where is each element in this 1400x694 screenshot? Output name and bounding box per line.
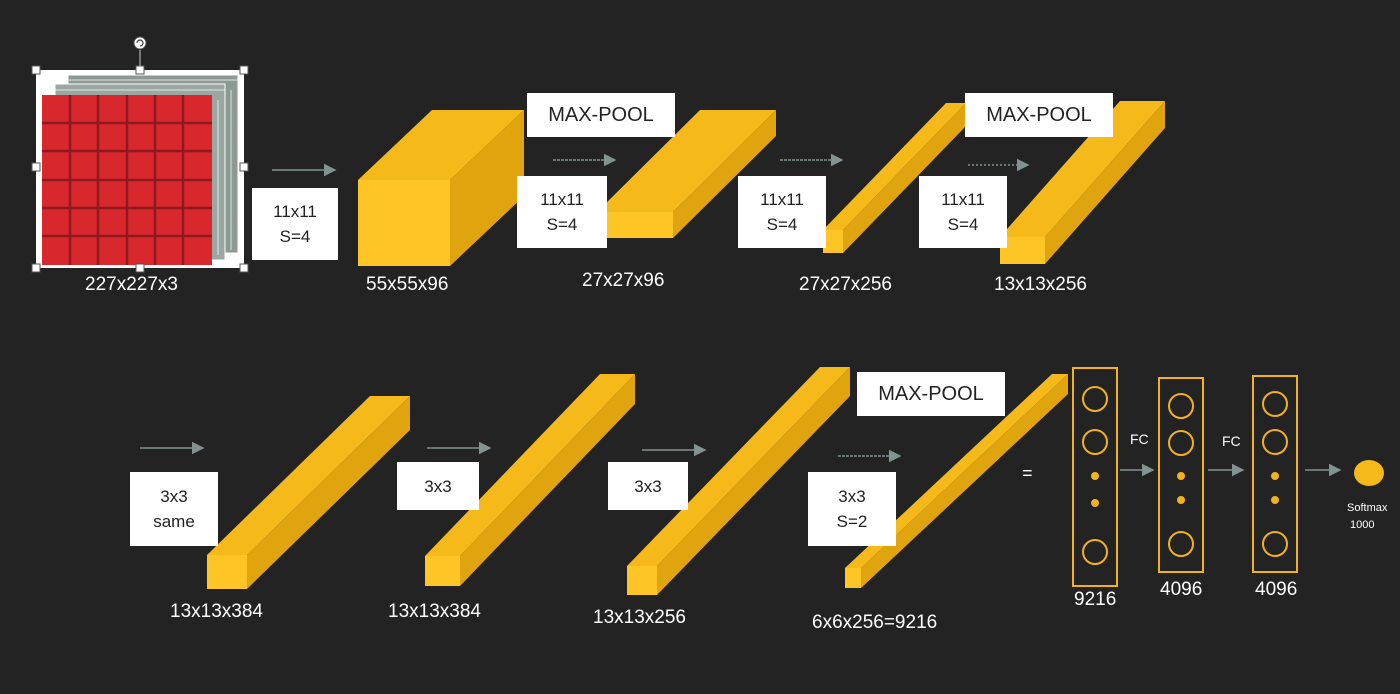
fc-layer-4096-b <box>1252 375 1298 573</box>
flatten-equals: = <box>1022 463 1033 483</box>
softmax-classes: 1000 <box>1350 519 1375 531</box>
fc3-size-label: 4096 <box>1255 579 1298 600</box>
channel-grid <box>55 79 238 255</box>
softmax-label: Softmax <box>1347 502 1388 514</box>
pool3-stride: S=2 <box>836 512 868 531</box>
conv2-kernel: 11x11 <box>760 190 804 209</box>
pool2-kernel: 11x11 <box>941 190 985 209</box>
conv2-params: 11x11 S=4 <box>738 176 826 248</box>
fc2-size-label: 4096 <box>1160 579 1203 600</box>
pool1-stride: S=4 <box>546 215 578 234</box>
conv2-out-label: 27x27x256 <box>799 274 892 295</box>
conv2-stride: S=4 <box>766 215 798 234</box>
fc-layer-4096-a <box>1158 377 1204 573</box>
pool1-block <box>597 110 776 238</box>
pool2-out-label: 13x13x256 <box>994 274 1087 295</box>
conv5-kernel: 3x3 <box>634 476 662 496</box>
input-dim-label: 227x227x3 <box>85 274 178 295</box>
selection-handles[interactable] <box>31 65 249 273</box>
pool1-params: 11x11 S=4 <box>517 176 607 248</box>
input-image <box>31 36 249 273</box>
conv3-out-label: 13x13x384 <box>170 601 263 622</box>
pool2-stride: S=4 <box>947 215 979 234</box>
pool2-title-text: MAX-POOL <box>986 103 1092 126</box>
fc-layer-9216 <box>1072 367 1118 587</box>
conv1-kernel: 11x11 <box>273 202 317 221</box>
conv3-params: 3x3 same <box>130 472 218 546</box>
rotate-handle-icon[interactable] <box>133 36 147 50</box>
conv4-block <box>425 374 635 586</box>
conv4-params: 3x3 <box>397 462 479 510</box>
conv1-block <box>358 110 524 266</box>
pool3-kernel: 3x3 <box>838 487 866 506</box>
conv2-block <box>823 103 966 253</box>
fc1-size-label: 9216 <box>1074 589 1117 610</box>
pool2-block <box>1000 101 1165 264</box>
conv4-out-label: 13x13x384 <box>388 601 481 622</box>
conv5-out-label: 13x13x256 <box>593 607 686 628</box>
pool1-title: MAX-POOL <box>527 93 675 137</box>
pool3-title-text: MAX-POOL <box>878 382 984 405</box>
softmax-output <box>1354 460 1384 486</box>
conv5-params: 3x3 <box>608 462 688 510</box>
pool1-title-text: MAX-POOL <box>548 103 654 126</box>
flow-arrows <box>140 153 1342 477</box>
conv3-padding: same <box>153 512 195 531</box>
pixel-grid <box>42 95 212 265</box>
fc-label-1: FC <box>1130 431 1149 447</box>
pool3-title: MAX-POOL <box>857 372 1005 416</box>
pool2-title: MAX-POOL <box>965 93 1113 137</box>
pool3-params: 3x3 S=2 <box>808 472 896 546</box>
conv1-out-label: 55x55x96 <box>366 274 449 295</box>
pool2-params: 11x11 S=4 <box>919 176 1007 248</box>
pool3-block <box>845 374 1068 588</box>
conv5-block <box>627 367 850 595</box>
conv4-kernel: 3x3 <box>424 476 452 496</box>
conv3-block <box>207 396 410 589</box>
pool1-out-label: 27x27x96 <box>582 270 665 291</box>
conv1-stride: S=4 <box>279 227 311 246</box>
fc-label-2: FC <box>1222 433 1241 449</box>
pool1-kernel: 11x11 <box>540 190 584 209</box>
conv1-params: 11x11 S=4 <box>252 188 338 260</box>
pool3-out-label: 6x6x256=9216 <box>812 612 938 633</box>
conv3-kernel: 3x3 <box>160 487 188 506</box>
